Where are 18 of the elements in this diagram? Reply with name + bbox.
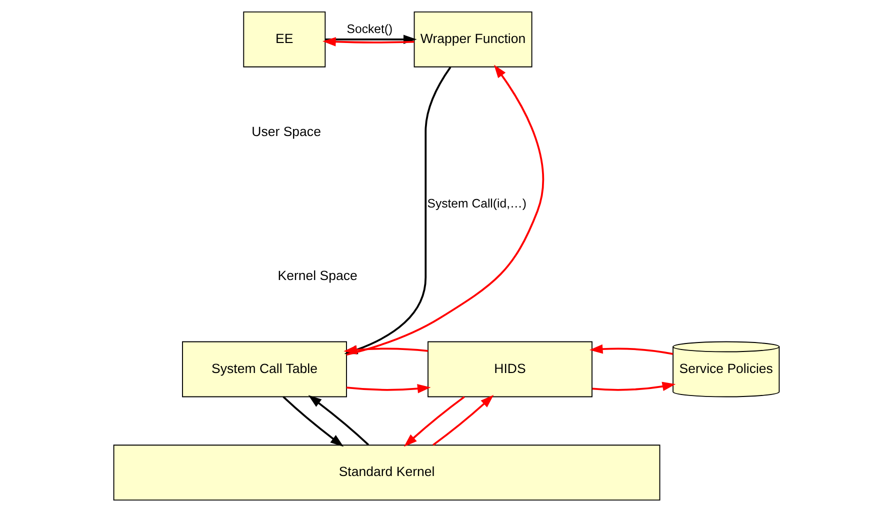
arrow (589, 344, 673, 355)
arrow (282, 396, 344, 447)
edge-label: System Call(id,…) (427, 196, 526, 211)
node-box: Wrapper Function (414, 11, 532, 68)
arrow (322, 37, 414, 46)
node-box: Standard Kernel (113, 444, 660, 501)
arrow (432, 394, 494, 446)
label: Kernel Space (278, 268, 358, 283)
node-box: HIDS (428, 341, 592, 398)
arrow (346, 384, 431, 394)
arrow (346, 64, 544, 356)
arrow (404, 396, 465, 447)
node-box: System Call Table (182, 341, 347, 398)
arrow (592, 382, 676, 391)
arrow (308, 395, 370, 446)
edge-label: Socket() (346, 22, 393, 36)
label: User Space (252, 124, 321, 139)
node-box: EE (243, 11, 326, 68)
